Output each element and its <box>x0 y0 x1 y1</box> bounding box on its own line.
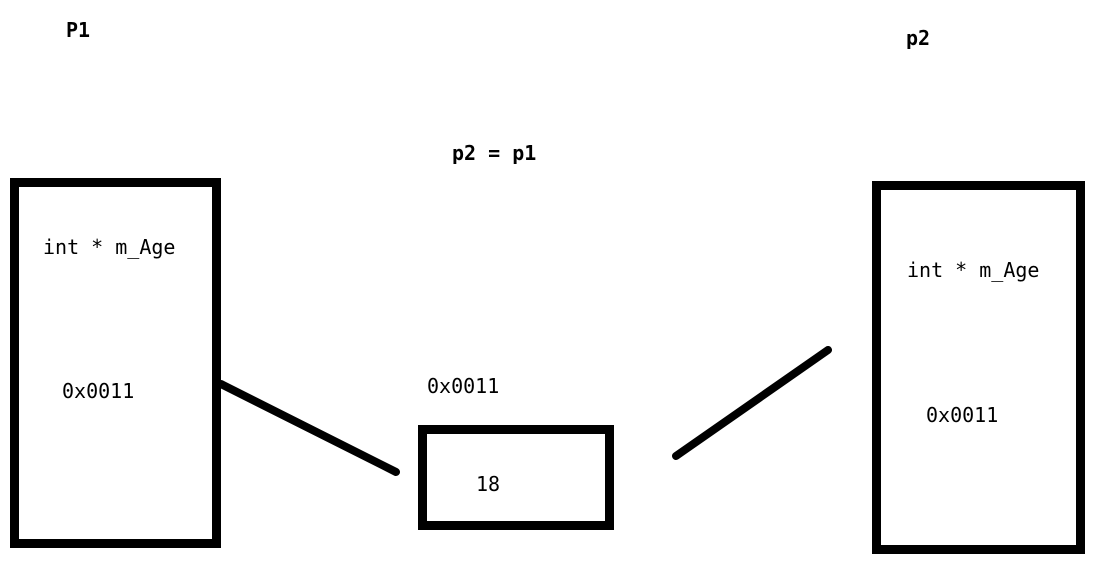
p2-member-label: int * m_Age <box>907 258 1040 282</box>
heap-memory-box <box>418 425 614 530</box>
heap-address-label: 0x0011 <box>427 374 500 398</box>
p2-to-heap-link <box>672 346 832 460</box>
p1-to-heap-link <box>217 380 400 476</box>
p2-pointer-value: 0x0011 <box>926 403 999 427</box>
p1-title: P1 <box>66 18 91 42</box>
p1-object-box <box>10 178 221 548</box>
p1-member-label: int * m_Age <box>43 235 176 259</box>
p1-pointer-value: 0x0011 <box>62 379 135 403</box>
heap-value: 18 <box>476 472 501 496</box>
p2-object-box <box>872 181 1085 554</box>
p2-title: p2 <box>906 26 931 50</box>
assignment-caption: p2 = p1 <box>452 141 537 165</box>
